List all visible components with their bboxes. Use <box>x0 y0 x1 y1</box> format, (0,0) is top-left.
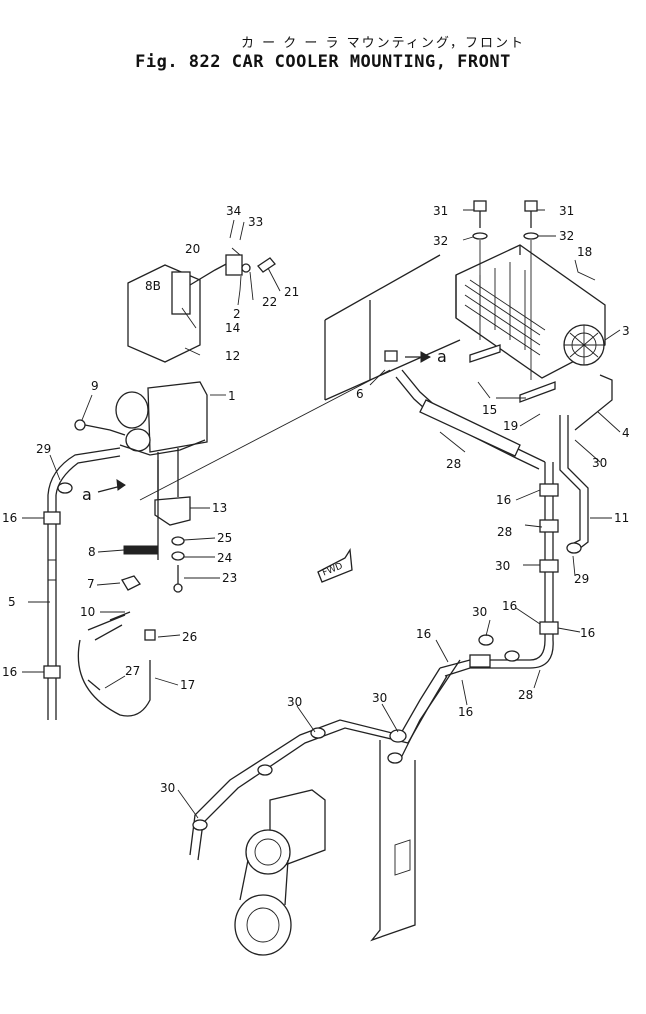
callout-4: 4 <box>622 426 630 440</box>
callout-33: 33 <box>248 215 263 229</box>
hose-5 <box>43 447 121 720</box>
callout-31-b: 31 <box>559 204 574 218</box>
callout-5: 5 <box>8 595 16 609</box>
small-parts <box>74 419 185 717</box>
arrow-marker-left: a <box>82 485 92 504</box>
callout-19: 19 <box>503 419 518 433</box>
callout-2: 2 <box>233 307 241 321</box>
bolts-31 <box>472 200 539 380</box>
callout-30-f: 30 <box>160 781 175 795</box>
callout-34: 34 <box>226 204 241 218</box>
callout-22: 22 <box>262 295 277 309</box>
english-title: Fig. 822 CAR COOLER MOUNTING, FRONT <box>135 52 511 72</box>
callout-31-a: 31 <box>433 204 448 218</box>
callout-labels: 1 2 3 4 5 6 7 8 9 10 11 12 13 14 15 16 1… <box>2 204 630 795</box>
magnet-clutch-assembly <box>115 381 208 560</box>
callout-6: 6 <box>356 387 364 401</box>
callout-16-f: 16 <box>416 627 431 641</box>
callout-16-c: 16 <box>496 493 511 507</box>
callout-28-b: 28 <box>497 525 512 539</box>
callout-29-a: 29 <box>36 442 51 456</box>
cab-outline <box>324 254 461 942</box>
callout-13: 13 <box>212 501 227 515</box>
callout-29-b: 29 <box>574 572 589 586</box>
connection-arrow-left <box>97 479 126 493</box>
callout-7: 7 <box>87 577 95 591</box>
callout-16-e: 16 <box>502 599 517 613</box>
callout-16-g: 16 <box>458 705 473 719</box>
callout-28-a: 28 <box>446 457 461 471</box>
callout-28-c: 28 <box>518 688 533 702</box>
japanese-title: カ ー ク ー ラ マウンティング，フロント <box>241 36 525 51</box>
callout-14: 14 <box>225 321 240 335</box>
callout-18: 18 <box>577 245 592 259</box>
callout-26: 26 <box>182 630 197 644</box>
callout-21: 21 <box>284 285 299 299</box>
routing-line <box>139 369 391 501</box>
callout-12: 12 <box>225 349 240 363</box>
cooler-unit <box>455 244 606 403</box>
callout-32-a: 32 <box>433 234 448 248</box>
callout-10: 10 <box>80 605 95 619</box>
callout-32-b: 32 <box>559 229 574 243</box>
connection-arrow-right <box>384 350 432 363</box>
fwd-indicator <box>317 548 353 583</box>
receiver-drier: 8B <box>127 254 276 363</box>
callout-30-c: 30 <box>472 605 487 619</box>
refrigerant-pipes <box>189 369 613 861</box>
leader-lines <box>22 209 621 819</box>
compressor <box>234 789 326 956</box>
callout-24: 24 <box>217 551 232 565</box>
callout-20: 20 <box>185 242 200 256</box>
callout-16-d: 16 <box>580 626 595 640</box>
callout-15: 15 <box>482 403 497 417</box>
arrow-marker-right: a <box>437 347 447 366</box>
callout-11: 11 <box>614 511 629 525</box>
callout-27: 27 <box>125 664 140 678</box>
svg-text:8B: 8B <box>145 279 161 293</box>
callout-1: 1 <box>228 389 236 403</box>
callout-17: 17 <box>180 678 195 692</box>
callout-16-a: 16 <box>2 511 17 525</box>
callout-23: 23 <box>222 571 237 585</box>
callout-3: 3 <box>622 324 630 338</box>
callout-30-b: 30 <box>495 559 510 573</box>
callout-30-e: 30 <box>372 691 387 705</box>
callout-30-d: 30 <box>287 695 302 709</box>
callout-16-b: 16 <box>2 665 17 679</box>
callout-25: 25 <box>217 531 232 545</box>
callout-30-a: 30 <box>592 456 607 470</box>
callout-8: 8 <box>88 545 96 559</box>
callout-9: 9 <box>91 379 99 393</box>
